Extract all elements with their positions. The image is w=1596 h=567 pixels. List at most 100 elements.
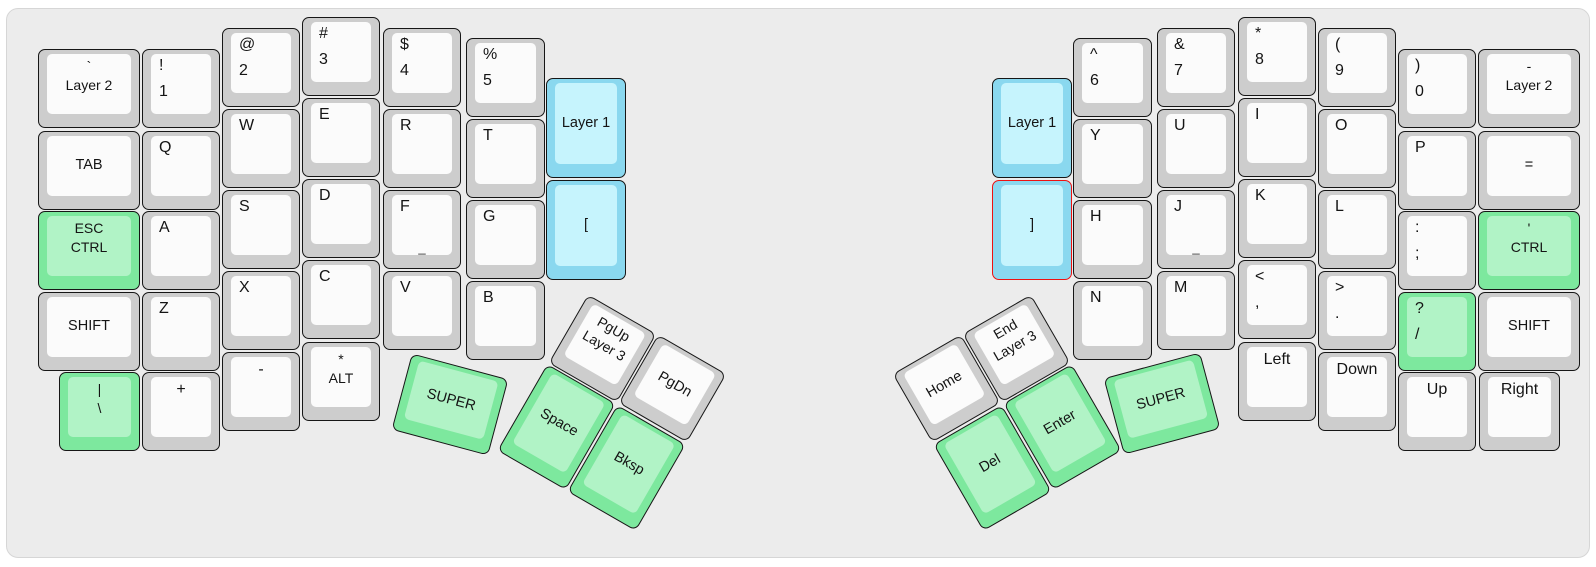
key-0[interactable]: )0 (1398, 49, 1476, 128)
key-8[interactable]: *8 (1238, 17, 1316, 96)
key-quote-ctrl[interactable]: 'CTRL (1478, 211, 1580, 290)
key-i[interactable]: I (1238, 98, 1316, 177)
key-3[interactable]: #3 (302, 17, 380, 96)
key-layer1-left[interactable]: Layer 1 (546, 78, 626, 178)
keycap: T (475, 124, 536, 184)
key-legend: + (176, 381, 186, 398)
key-legend: # (319, 25, 328, 42)
key-legend: > (1335, 279, 1345, 296)
key-arrow-right[interactable]: Right (1479, 372, 1560, 451)
key-w[interactable]: W (222, 109, 300, 188)
key-legend: 0 (1415, 83, 1424, 100)
key-question-slash[interactable]: ?/ (1398, 291, 1476, 371)
key-z[interactable]: Z (142, 291, 220, 371)
keycap: Z (151, 296, 211, 357)
key-y[interactable]: Y (1073, 119, 1152, 198)
keycap: V (392, 276, 452, 336)
key-star-alt[interactable]: *ALT (302, 342, 380, 421)
keycap: P (1407, 135, 1467, 196)
key-e[interactable]: E (302, 98, 380, 177)
key-s[interactable]: S (222, 190, 300, 269)
key-legend: ^ (1090, 46, 1098, 63)
keycap: K (1247, 184, 1307, 244)
key-legend: Layer 2 (1505, 77, 1553, 93)
keycap: + (151, 377, 211, 437)
keycap: S (231, 195, 291, 255)
key-legend: F (400, 198, 410, 215)
key-v[interactable]: V (383, 271, 461, 350)
key-legend: ; (1415, 245, 1420, 262)
key-arrow-left[interactable]: Left (1238, 342, 1316, 421)
key-f[interactable]: F_ (383, 190, 461, 269)
key-7[interactable]: &7 (1157, 28, 1235, 107)
keycap: Down (1327, 357, 1387, 417)
key-p[interactable]: P (1398, 130, 1476, 210)
key-legend: Right (1500, 381, 1539, 398)
key-d[interactable]: D (302, 179, 380, 258)
key-j[interactable]: J_ (1157, 190, 1235, 269)
key-shift-right[interactable]: SHIFT (1478, 291, 1580, 371)
key-legend: , (1255, 294, 1260, 311)
key-comma[interactable]: <, (1238, 260, 1316, 339)
key-l[interactable]: L (1318, 190, 1396, 269)
key-semicolon[interactable]: :; (1398, 211, 1476, 290)
key-grave-layer2[interactable]: `Layer 2 (38, 49, 140, 128)
key-g[interactable]: G (466, 200, 545, 279)
key-legend: SHIFT (68, 318, 110, 335)
key-c[interactable]: C (302, 260, 380, 339)
key-legend: J (1174, 198, 1182, 215)
keycap: [ (555, 185, 617, 266)
key-2[interactable]: @2 (222, 28, 300, 107)
key-m[interactable]: M (1157, 271, 1235, 350)
key-h[interactable]: H (1073, 200, 1152, 279)
homing-mark: _ (1192, 240, 1200, 255)
keycap: I (1247, 103, 1307, 163)
key-b[interactable]: B (466, 281, 545, 360)
keycap: E (311, 103, 371, 163)
key-a[interactable]: A (142, 211, 220, 290)
keycap: A (151, 216, 211, 276)
key-u[interactable]: U (1157, 109, 1235, 188)
key-pipe-backslash[interactable]: |\ (59, 372, 140, 451)
key-arrow-down[interactable]: Down (1318, 352, 1396, 431)
key-1[interactable]: !1 (142, 49, 220, 128)
key-legend: < (1255, 268, 1265, 285)
key-legend: Layer 2 (65, 77, 113, 93)
key-shift-left[interactable]: SHIFT (38, 291, 140, 371)
key-right-bracket[interactable]: ] (992, 180, 1072, 280)
key-4[interactable]: $4 (383, 28, 461, 107)
key-t[interactable]: T (466, 119, 545, 198)
key-period[interactable]: >. (1318, 271, 1396, 350)
key-legend: Del (976, 451, 1004, 476)
key-9[interactable]: (9 (1318, 28, 1396, 107)
key-legend: W (239, 117, 255, 134)
key-6[interactable]: ^6 (1073, 38, 1152, 117)
key-legend: Left (1263, 351, 1291, 368)
key-legend: Space (536, 405, 581, 441)
key-n[interactable]: N (1073, 281, 1152, 360)
key-plus[interactable]: + (142, 372, 220, 451)
key-equals[interactable]: = (1478, 130, 1580, 210)
key-minus[interactable]: - (222, 352, 300, 431)
key-o[interactable]: O (1318, 109, 1396, 188)
key-tab[interactable]: TAB (38, 130, 140, 210)
key-q[interactable]: Q (142, 130, 220, 210)
keycap: Q (151, 135, 211, 196)
keycap: N (1082, 286, 1143, 346)
key-legend: Layer 1 (561, 115, 611, 132)
key-minus-layer2[interactable]: -Layer 2 (1478, 49, 1580, 128)
key-k[interactable]: K (1238, 179, 1316, 258)
key-legend: - (258, 361, 264, 378)
key-r[interactable]: R (383, 109, 461, 188)
key-layer1-right[interactable]: Layer 1 (992, 78, 1072, 178)
keycap: )0 (1407, 54, 1467, 114)
key-legend: C (319, 268, 331, 285)
key-5[interactable]: %5 (466, 38, 545, 117)
key-left-bracket[interactable]: [ (546, 180, 626, 280)
key-x[interactable]: X (222, 271, 300, 350)
keycap: !1 (151, 54, 211, 114)
key-legend: ) (1415, 57, 1421, 74)
key-legend: 2 (239, 62, 248, 79)
key-arrow-up[interactable]: Up (1398, 372, 1476, 451)
